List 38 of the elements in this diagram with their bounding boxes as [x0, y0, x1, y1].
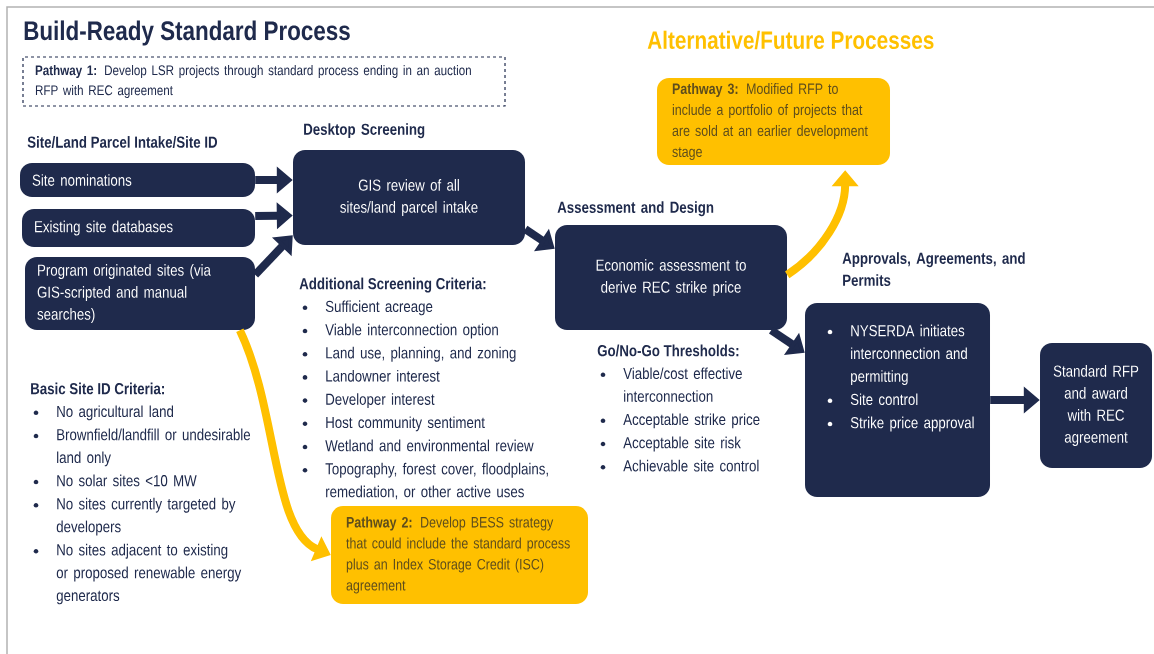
bullet-item: No sites adjacent to existing or proposed renewable energy generators	[33, 543, 242, 605]
bullet-item: NYSERDA initiates interconnection and permitting	[827, 324, 967, 386]
section-heading: Site/Land Parcel Intake/Site ID	[27, 136, 218, 148]
list-heading: Additional Screening Criteria:	[299, 277, 486, 293]
process-box: GIS review of all sites/land parcel intake	[293, 150, 525, 245]
title: Build-Ready Standard Process	[24, 20, 350, 46]
bullet-item: Viable/cost effective interconnection	[600, 367, 742, 402]
bullet-item: Site control	[827, 393, 918, 406]
bullet-item: Brownfield/landfill or undesirable land only	[33, 428, 251, 467]
bullet-item: Sufficient acreage	[302, 300, 433, 316]
bullet-item: No sites currently targeted by developers	[33, 497, 236, 536]
step-heading: Desktop Screening	[304, 123, 425, 139]
bullet-item: Acceptable site risk	[600, 436, 741, 452]
step-heading: Approvals, Agreements, and Permits	[842, 252, 1025, 286]
bullet-item: Land use, planning, and zoning	[302, 346, 516, 362]
pathway-box: Pathway 1: Develop LSR projects through standard process ending in an auction RFP with REC agreement	[22, 56, 506, 107]
bullet-item: Topography, forest cover, floodplains, remediation, or other active uses	[302, 462, 548, 500]
pathway-box: Pathway 3: Modified RFP to include a portfolio of projects that are sold at an earlier development stage	[657, 78, 890, 165]
process-box: Site nominations	[20, 163, 255, 197]
bullet-item: Achievable site control	[600, 459, 759, 472]
bullet-item: Viable interconnection option	[302, 323, 498, 339]
process-box: Program originated sites (via GIS-scripted and manual searches)	[25, 257, 255, 330]
bullet-item: No solar sites <10 MW	[33, 474, 197, 487]
bullet-item: No agricultural land	[33, 405, 173, 421]
bullet-item: Strike price approval	[827, 416, 974, 432]
list-heading: Basic Site ID Criteria:	[31, 382, 164, 395]
pathway-box: Pathway 2: Develop BESS strategy that could include the standard process plus an Index Storage Credit (ISC) agreement	[331, 506, 588, 604]
bullet-item: Host community sentiment	[302, 416, 485, 432]
bullet-item: Landowner interest	[302, 370, 440, 382]
process-box: Standard RFP and award with REC agreement	[1040, 343, 1152, 468]
step-heading: Assessment and Design	[557, 201, 714, 217]
process-box: Existing site databases	[22, 209, 255, 247]
bullet-item: Developer interest	[302, 393, 435, 409]
arrow	[252, 235, 293, 278]
bullet-item: Acceptable strike price	[600, 413, 760, 429]
process-box: Economic assessment to derive REC strike price	[555, 225, 787, 330]
section-heading: Alternative/Future Processes	[647, 30, 934, 50]
bullet-item: Wetland and environmental review	[302, 439, 534, 452]
